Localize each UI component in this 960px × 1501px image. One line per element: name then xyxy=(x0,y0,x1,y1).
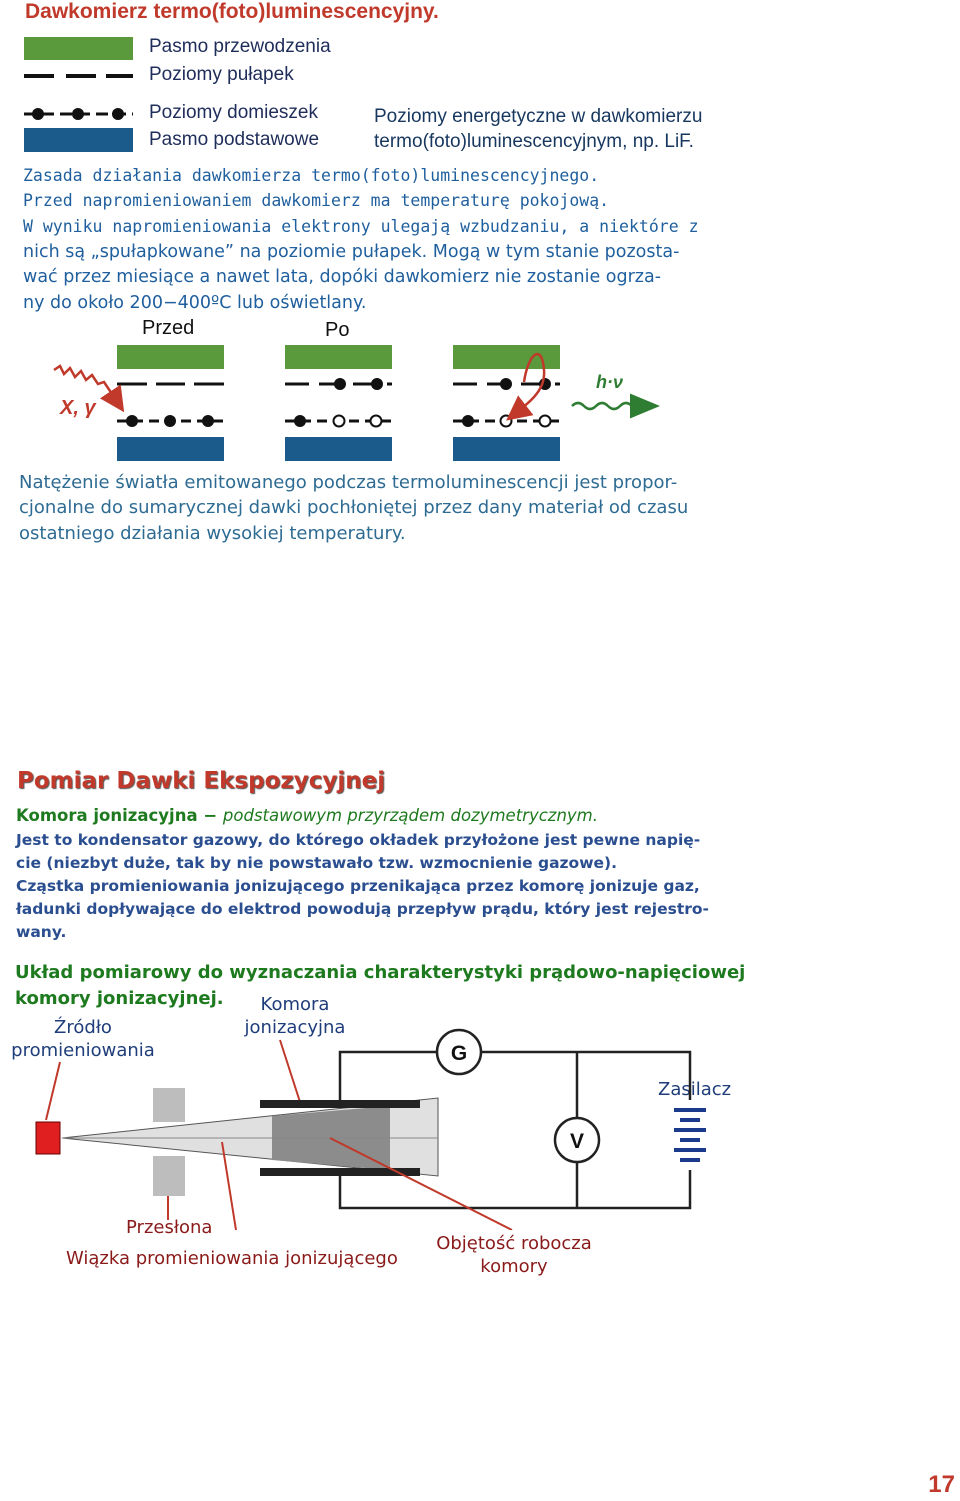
legend-label-traps: Poziomy pułapek xyxy=(149,64,294,85)
beam-label: Wiązka promieniowania jonizującego xyxy=(66,1248,398,1269)
electrode-bottom xyxy=(260,1168,420,1176)
chamber-definition: Komora jonizacyjna − podstawowym przyrzą… xyxy=(16,806,598,825)
galvanometer-label: G xyxy=(451,1042,467,1065)
source-label-line2: promieniowania xyxy=(11,1040,155,1061)
setup-line-1: Układ pomiarowy do wyznaczania charakter… xyxy=(15,962,746,983)
legend-label-valence: Pasmo podstawowe xyxy=(149,129,320,150)
ionization-chamber-circuit: G V xyxy=(35,1028,706,1230)
source-label-line1: Źródło xyxy=(54,1017,112,1038)
chamber-description: podstawowym przyrządem dozymetrycznym. xyxy=(222,806,598,825)
chamber-label-line1: Komora xyxy=(260,994,330,1015)
principle-line-4: nich są „spułapkowane” na poziomie pułap… xyxy=(23,242,680,262)
diagram-label-after: Po xyxy=(325,319,350,341)
beam-pointer xyxy=(221,1141,237,1230)
legend-caption-line1: Poziomy energetyczne w dawkomierzu xyxy=(374,106,703,127)
shutter-bottom xyxy=(153,1156,185,1196)
legend-label-impurities: Poziomy domieszek xyxy=(149,102,318,123)
principle-line-3: W wyniku napromieniowania elektrony uleg… xyxy=(23,217,699,236)
principle-line-2: Przed napromieniowaniem dawkomierz ma te… xyxy=(23,191,610,210)
band-panel-before xyxy=(117,345,224,461)
voltmeter-symbol xyxy=(553,1116,601,1164)
impurity-levels-swatch xyxy=(24,108,133,120)
band-panel-after xyxy=(285,345,392,461)
photon-label: h·ν xyxy=(596,372,623,392)
radiation-source xyxy=(35,1121,61,1155)
conduction-band-swatch xyxy=(24,37,133,60)
wire-bottom xyxy=(338,1170,692,1210)
paragraph1-line1: Jest to kondensator gazowy, do którego o… xyxy=(16,831,701,849)
legend-caption-line2: termo(foto)luminescencyjnym, np. LiF. xyxy=(374,131,694,152)
principle-heading: Zasada działania dawkomierza termo(foto)… xyxy=(23,166,600,185)
band-diagram: X, γ h·ν xyxy=(53,345,660,461)
legend-label-conduction: Pasmo przewodzenia xyxy=(149,36,331,57)
band-panel-emission xyxy=(453,345,560,461)
paragraph1-line2: cie (niezbyt duże, tak by nie powstawało… xyxy=(16,854,618,872)
shutter-label: Przesłona xyxy=(126,1217,213,1238)
source-pointer xyxy=(45,1061,61,1121)
volume-pointer xyxy=(329,1137,513,1230)
principle-line-6: ny do około 200−400ºC lub oświetlany. xyxy=(23,293,367,313)
page-title: Dawkomierz termo(foto)luminescencyjny. xyxy=(25,0,439,23)
power-supply-battery xyxy=(674,1108,706,1162)
working-volume-label-line1: Objętość robocza xyxy=(436,1233,592,1254)
galvanometer-symbol xyxy=(435,1028,483,1076)
chamber-label: Komora jonizacyjna xyxy=(230,993,360,1039)
paragraph2-line1: Cząstka promieniowania jonizującego prze… xyxy=(16,877,700,895)
page-number: 17 xyxy=(928,1471,955,1498)
band-legend-graphic xyxy=(24,37,133,152)
source-label: Źródło promieniowania xyxy=(0,1016,166,1062)
photon-arrow xyxy=(571,393,660,419)
valence-band-swatch xyxy=(24,128,133,152)
intensity-line-3: ostatniego działania wysokiej temperatur… xyxy=(19,523,406,544)
working-volume-label-line2: komory xyxy=(480,1256,548,1277)
principle-line-5: wać przez miesiące a nawet lata, dopóki … xyxy=(23,267,662,287)
wire-top-right xyxy=(481,1050,692,1100)
chamber-dash: − xyxy=(197,806,223,825)
setup-line-2: komory jonizacyjnej. xyxy=(15,988,224,1009)
intensity-line-1: Natężenie światła emitowanego podczas te… xyxy=(19,472,678,493)
voltmeter-label: V xyxy=(570,1130,584,1153)
working-volume-label: Objętość robocza komory xyxy=(424,1232,604,1278)
intensity-line-2: cjonalne do sumarycznej dawki pochłonięt… xyxy=(19,497,689,518)
chamber-term: Komora jonizacyjna xyxy=(16,806,198,825)
chamber-label-line2: jonizacyjna xyxy=(244,1017,346,1038)
detrap-arrow xyxy=(506,353,546,421)
paragraph2-line2: ładunki dopływające do elektrod powodują… xyxy=(16,900,709,918)
power-supply-label: Zasilacz xyxy=(658,1079,732,1100)
radiation-label: X, γ xyxy=(59,397,97,419)
electrode-top xyxy=(260,1100,420,1108)
diagram-label-before: Przed xyxy=(142,317,195,339)
section-heading: Pomiar Dawki Ekspozycyjnej xyxy=(17,768,386,794)
radiation-arrow xyxy=(53,364,125,413)
shutter-top xyxy=(153,1088,185,1122)
chamber-pointer xyxy=(279,1039,301,1103)
paragraph2-line3: wany. xyxy=(16,923,67,941)
wire-top-left xyxy=(338,1050,437,1100)
